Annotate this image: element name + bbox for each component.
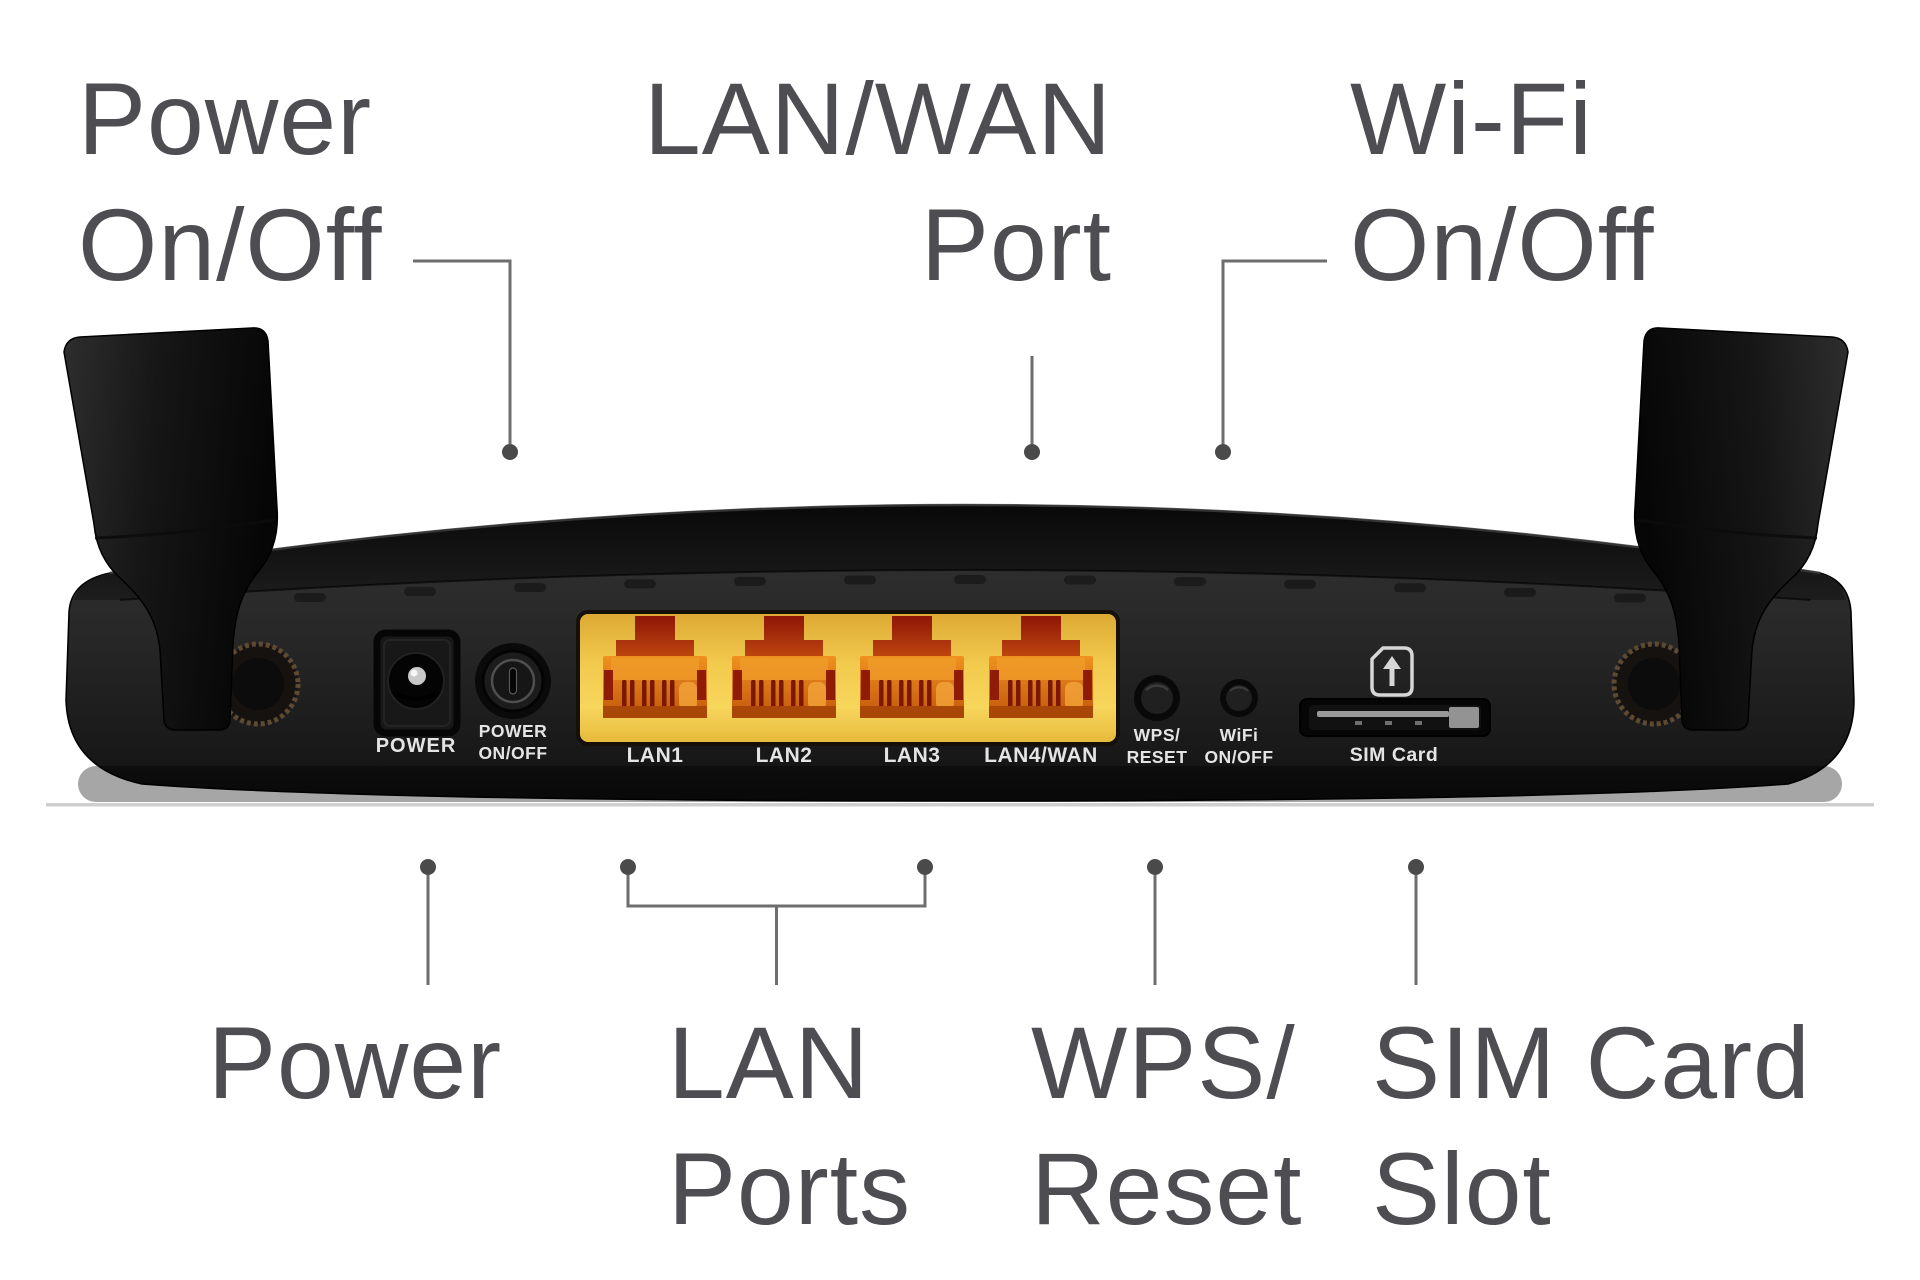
- callout-label-power-onoff: Power On/Off: [78, 56, 383, 308]
- wps-label-1: WPS/: [1134, 725, 1181, 745]
- top-edge-highlight: [109, 503, 1821, 575]
- callout-label-wps-reset: WPS/ Reset: [1031, 1000, 1302, 1252]
- callout-line-wifi-onoff: [1221, 259, 1327, 444]
- lan2-label: LAN2: [756, 744, 813, 767]
- callout-label-wifi-onoff: Wi-Fi On/Off: [1350, 56, 1655, 308]
- sim-label: SIM Card: [1350, 744, 1439, 766]
- lan1-label: LAN1: [627, 744, 684, 767]
- callout-label-line: Reset: [1031, 1132, 1303, 1246]
- callout-label-line: WPS/: [1031, 1006, 1296, 1120]
- callout-label-line: Slot: [1372, 1132, 1552, 1246]
- power-button-label-2: ON/OFF: [478, 743, 547, 763]
- band-ridge-line: [119, 569, 1811, 601]
- callout-label-line: Ports: [668, 1132, 912, 1246]
- sim-tray: [1449, 707, 1479, 728]
- lan-wan-port-4: [989, 616, 1093, 718]
- callout-lines: [413, 259, 1418, 985]
- lan-port-2: [732, 616, 836, 718]
- callout-label-line: On/Off: [1350, 188, 1655, 302]
- callout-label-sim-card-slot: SIM Card Slot: [1372, 1000, 1811, 1252]
- callout-label-line: LAN: [668, 1006, 870, 1120]
- lan-port-1: [603, 616, 707, 718]
- lan4-wan-label: LAN4/WAN: [984, 744, 1098, 767]
- wifi-onoff-button: WiFi ON/OFF: [1204, 679, 1273, 767]
- callout-label-power: Power: [208, 1000, 502, 1126]
- callout-dots: [420, 444, 1424, 875]
- wifi-label-2: ON/OFF: [1204, 747, 1273, 767]
- sim-card-icon: [1370, 646, 1414, 697]
- callout-label-line: On/Off: [78, 188, 383, 302]
- callout-label-line: LAN/WAN: [644, 62, 1112, 176]
- callout-label-line: Power: [208, 1006, 503, 1120]
- power-onoff-button: POWER ON/OFF: [475, 643, 551, 763]
- wps-label-2: RESET: [1127, 747, 1188, 767]
- power-jack-label: POWER: [376, 735, 457, 757]
- bottom-shade: [78, 766, 1842, 802]
- antenna-nut-left: [215, 641, 301, 727]
- lan3-label: LAN3: [884, 744, 941, 767]
- callout-label-lan-ports: LAN Ports: [668, 1000, 911, 1252]
- wps-reset-button: WPS/ RESET: [1127, 675, 1188, 767]
- wifi-label-1: WiFi: [1220, 725, 1259, 745]
- callout-label-line: Power: [78, 62, 373, 176]
- callout-label-line: Port: [920, 188, 1112, 302]
- callout-label-line: SIM Card: [1372, 1006, 1811, 1120]
- jack-pin: [408, 667, 426, 685]
- callout-line-power-onoff: [413, 259, 512, 444]
- callout-label-line: Wi-Fi: [1350, 62, 1593, 176]
- sim-card-slot: SIM Card: [1299, 646, 1491, 766]
- antenna-right: [1633, 327, 1849, 731]
- antenna-left: [63, 327, 279, 731]
- callout-bracket-lan-ports: [626, 875, 927, 908]
- lan-port-3: [860, 616, 964, 718]
- callout-label-lanwan-port: LAN/WAN Port: [644, 56, 1112, 308]
- lan-port-block: LAN1 LAN2 LAN3 LAN4/WAN: [576, 610, 1120, 767]
- vent-slots: [184, 575, 1646, 609]
- power-jack: POWER: [373, 629, 461, 757]
- surface-shadow-line: [46, 803, 1874, 807]
- power-button-label-1: POWER: [479, 721, 548, 741]
- power-symbol-icon: [508, 667, 518, 695]
- router-top-band: [74, 505, 1846, 600]
